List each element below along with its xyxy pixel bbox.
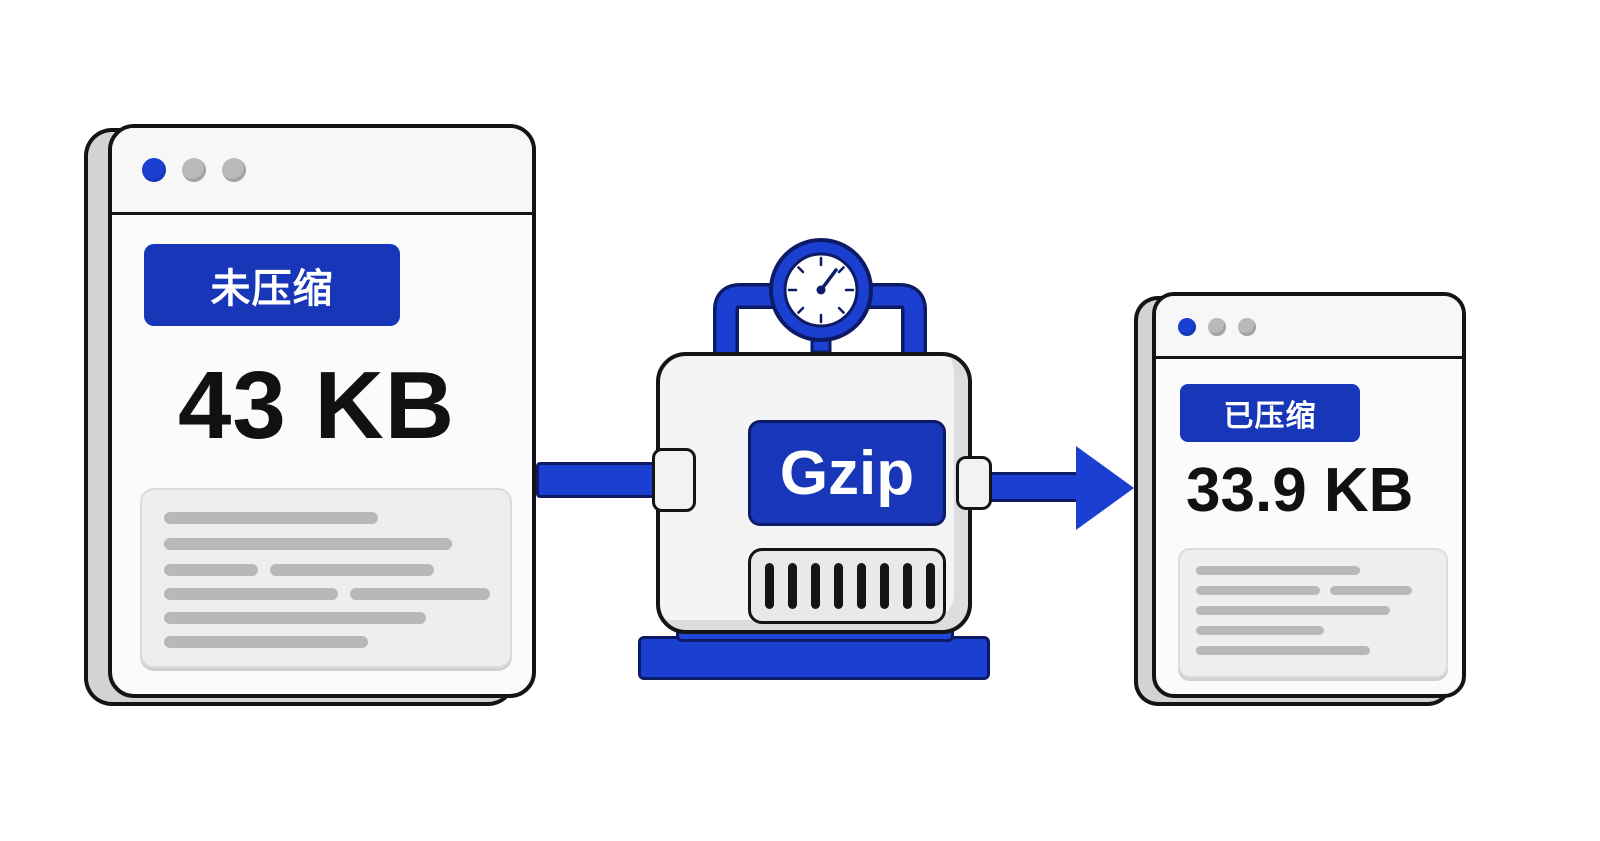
placeholder-line <box>164 636 368 648</box>
placeholder-line <box>164 512 378 524</box>
placeholder-line <box>1196 566 1360 575</box>
vent-slot <box>811 563 820 609</box>
placeholder-line <box>1196 646 1370 655</box>
placeholder-line <box>270 564 434 576</box>
machine-vent <box>748 548 946 624</box>
window-dot-icon <box>222 158 246 182</box>
placeholder-line <box>350 588 490 600</box>
vent-slot <box>880 563 889 609</box>
output-connector <box>956 456 992 510</box>
uncompressed-label: 未压缩 <box>144 244 400 326</box>
compressed-size: 33.9 KB <box>1186 456 1414 525</box>
placeholder-line <box>164 612 426 624</box>
placeholder-line <box>1196 606 1390 615</box>
arrow-right-icon <box>1076 446 1134 530</box>
window-dot-icon <box>182 158 206 182</box>
placeholder-line <box>164 538 452 550</box>
vent-slot <box>926 563 935 609</box>
window-dot-icon <box>1208 318 1226 336</box>
vent-slot <box>903 563 912 609</box>
content-placeholder-card <box>140 488 512 668</box>
vent-slot <box>788 563 797 609</box>
vent-slot <box>834 563 843 609</box>
gzip-label: Gzip <box>748 420 946 526</box>
window-dot-icon <box>142 158 166 182</box>
placeholder-line <box>1196 626 1324 635</box>
input-connector <box>652 448 696 512</box>
vent-slot <box>765 563 774 609</box>
compressed-window: 已压缩 33.9 KB <box>1152 292 1466 698</box>
uncompressed-window: 未压缩 43 KB <box>108 124 536 698</box>
vent-slot <box>857 563 866 609</box>
uncompressed-size: 43 KB <box>178 352 456 459</box>
machine-base <box>638 636 990 680</box>
placeholder-line <box>164 588 338 600</box>
window-titlebar <box>112 128 532 215</box>
content-placeholder-card <box>1178 548 1448 678</box>
compressed-label: 已压缩 <box>1180 384 1360 442</box>
placeholder-line <box>1330 586 1412 595</box>
window-dot-icon <box>1178 318 1196 336</box>
window-dot-icon <box>1238 318 1256 336</box>
placeholder-line <box>164 564 258 576</box>
window-titlebar <box>1156 296 1462 359</box>
gauge-icon <box>713 238 927 362</box>
placeholder-line <box>1196 586 1320 595</box>
